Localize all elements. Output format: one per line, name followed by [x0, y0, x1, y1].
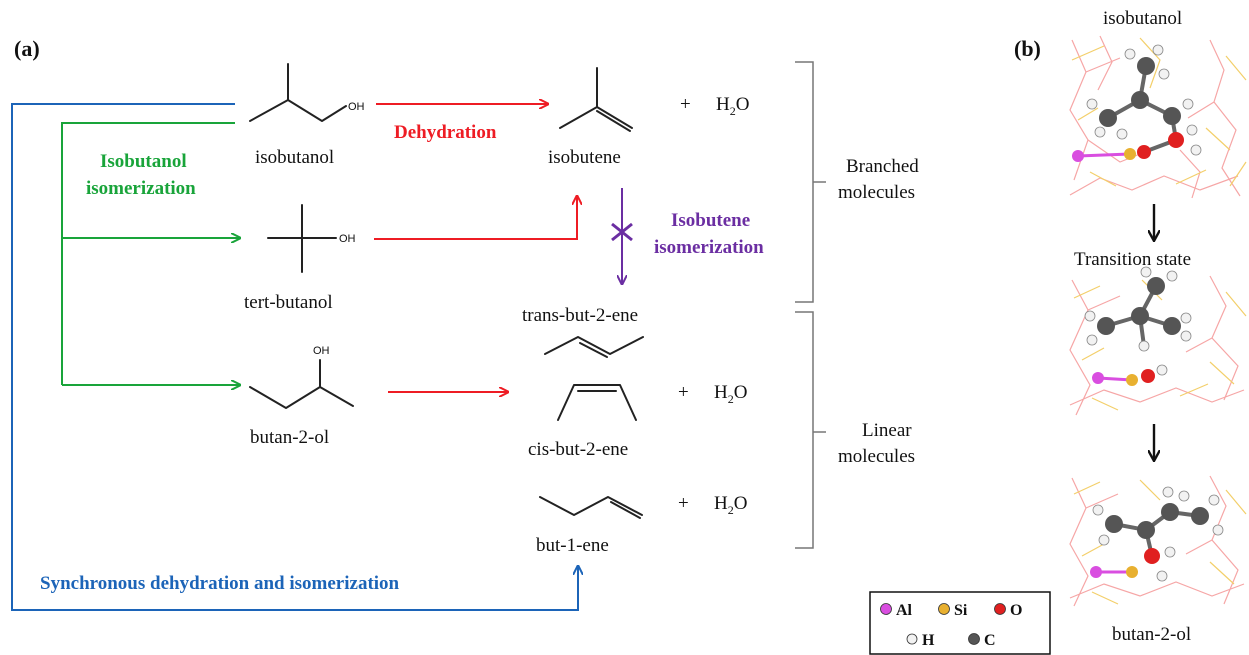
isobutene-isomerization-label-line1: Isobutene — [671, 210, 750, 231]
isobutanol-isomerization-arrow — [61, 122, 240, 385]
panel-b-label: (b) — [1014, 36, 1041, 61]
legend-c: C — [984, 632, 996, 649]
tert-butanol-dehydration-arrow — [374, 196, 577, 240]
dehydration-label: Dehydration — [394, 122, 497, 143]
atom-legend: Al Si O H C — [869, 591, 1051, 655]
but-1-ene-label: but-1-ene — [536, 535, 609, 556]
si-atom-icon — [938, 603, 950, 615]
trans-but-2-ene-structure — [544, 336, 644, 358]
butan-2-ol-structure: OH — [249, 345, 354, 409]
cis-but-2-ene-structure — [557, 384, 637, 421]
isobutanol-isomerization-label-line2: isomerization — [86, 178, 196, 199]
legend-h: H — [922, 632, 935, 649]
o-atom-icon — [994, 603, 1006, 615]
isobutanol-in-zeolite-render — [1069, 35, 1247, 199]
plus-sign-2: + — [678, 382, 689, 403]
butan-2-ol-in-zeolite-render — [1069, 475, 1247, 607]
tert-butanol-oh: OH — [339, 233, 356, 245]
water-1: H2O — [716, 94, 749, 118]
legend-al: Al — [896, 602, 913, 619]
stage-bottom-label: butan-2-ol — [1112, 624, 1191, 645]
stage-middle-label: Transition state — [1074, 249, 1191, 270]
branched-molecules-label-line1: Branched — [846, 156, 919, 177]
cis-but-2-ene-label: cis-but-2-ene — [528, 439, 628, 460]
legend-si: Si — [954, 602, 968, 619]
isobutene-isomerization-arrow-blocked — [611, 188, 633, 284]
transition-state-render — [1069, 266, 1247, 416]
water-3: H2O — [714, 493, 747, 517]
h-atom-icon — [906, 633, 918, 645]
butan-2-ol-label: butan-2-ol — [250, 427, 329, 448]
isobutanol-structure: OH — [249, 63, 365, 122]
tert-butanol-structure: OH — [267, 204, 356, 273]
linear-molecules-label-line1: Linear — [862, 420, 912, 441]
legend-o: O — [1010, 602, 1022, 619]
synchronous-pathway-label: Synchronous dehydration and isomerizatio… — [40, 573, 400, 594]
plus-sign-3: + — [678, 493, 689, 514]
panel-a-label: (a) — [14, 36, 40, 61]
branched-molecules-label-line2: molecules — [838, 182, 915, 203]
synchronous-pathway-arrow — [11, 103, 578, 611]
isobutanol-oh: OH — [348, 101, 365, 113]
linear-molecules-label-line2: molecules — [838, 446, 915, 467]
isobutene-isomerization-label-line2: isomerization — [654, 237, 764, 258]
isobutanol-isomerization-label-line1: Isobutanol — [100, 151, 187, 172]
water-2: H2O — [714, 382, 747, 406]
al-atom-icon — [880, 603, 892, 615]
isobutene-structure — [559, 67, 633, 132]
but-1-ene-structure — [539, 496, 643, 519]
isobutene-label: isobutene — [548, 147, 621, 168]
butan-2-ol-oh: OH — [313, 345, 330, 357]
tert-butanol-label: tert-butanol — [244, 292, 333, 313]
isobutanol-label: isobutanol — [255, 147, 334, 168]
trans-but-2-ene-label: trans-but-2-ene — [522, 305, 638, 326]
branched-molecules-bracket — [795, 61, 826, 303]
stage-top-label: isobutanol — [1103, 8, 1182, 29]
linear-molecules-bracket — [795, 311, 826, 549]
plus-sign-1: + — [680, 94, 691, 115]
c-atom-icon — [968, 633, 980, 645]
